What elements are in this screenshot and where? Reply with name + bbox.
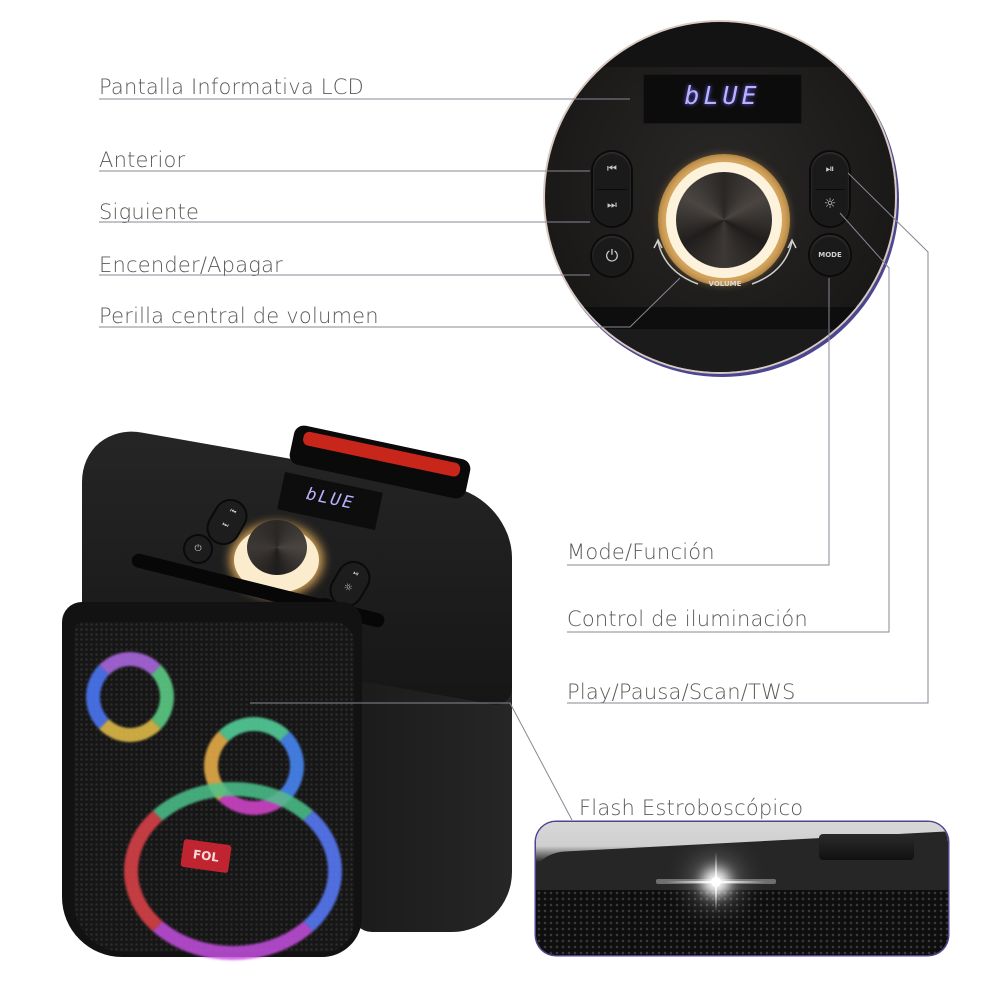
pill-divider — [597, 189, 627, 190]
speaker-product: bLUE ⏮ ⏭ ⏻ ⏯ ☼ MODE FOL — [52, 422, 522, 962]
lcd-text: bLUE — [684, 81, 761, 110]
led-ring-tweeter-left — [86, 652, 174, 742]
power-icon: ⏻ — [194, 544, 202, 554]
play-pause-icon[interactable]: ⏯ — [825, 162, 835, 175]
label-previous: Anterior — [99, 148, 186, 172]
label-volume-knob: Perilla central de volumen — [99, 304, 379, 328]
strobe-flash-icon — [711, 877, 721, 887]
next-icon[interactable]: ⏭ — [607, 198, 617, 211]
power-button[interactable]: ⏻ — [592, 236, 632, 276]
panel-slot — [545, 307, 895, 329]
label-power: Encender/Apagar — [99, 253, 283, 277]
led-ring-woofer — [124, 782, 342, 960]
speaker-volume-knob — [247, 520, 307, 575]
light-icon[interactable]: ☼ — [823, 196, 837, 212]
flash-grille — [536, 890, 948, 955]
panel-bottom-edge — [545, 329, 895, 372]
speaker-grille — [74, 622, 354, 960]
speaker-power-button: ⏻ — [185, 536, 211, 562]
label-lcd-display: Pantalla Informativa LCD — [99, 75, 364, 99]
control-panel-closeup: bLUE ⏮ ⏭ ⏻ ⏯ ☼ MODE VOLUME — [545, 22, 895, 372]
prev-next-button-pill: ⏮ ⏭ — [593, 152, 631, 226]
strobe-flash-closeup — [536, 822, 948, 955]
mode-button-label: MODE — [818, 251, 842, 259]
flash-knob — [819, 834, 914, 860]
handle-red-insert — [301, 430, 462, 478]
mode-button[interactable]: MODE — [810, 235, 850, 275]
power-icon: ⏻ — [605, 246, 619, 265]
lcd-display: bLUE — [643, 74, 802, 124]
panel-top-edge — [545, 22, 895, 67]
previous-icon[interactable]: ⏮ — [607, 162, 617, 175]
play-light-button-pill: ⏯ ☼ — [811, 152, 849, 226]
label-mode: Mode/Función — [567, 540, 715, 564]
label-strobe: Flash Estroboscópico — [579, 796, 804, 820]
pill-divider — [815, 189, 845, 190]
label-lighting: Control de iluminación — [567, 607, 808, 631]
label-play-pause: Play/Pausa/Scan/TWS — [567, 680, 796, 704]
volume-label: VOLUME — [708, 280, 742, 288]
label-next: Siguiente — [99, 200, 200, 224]
